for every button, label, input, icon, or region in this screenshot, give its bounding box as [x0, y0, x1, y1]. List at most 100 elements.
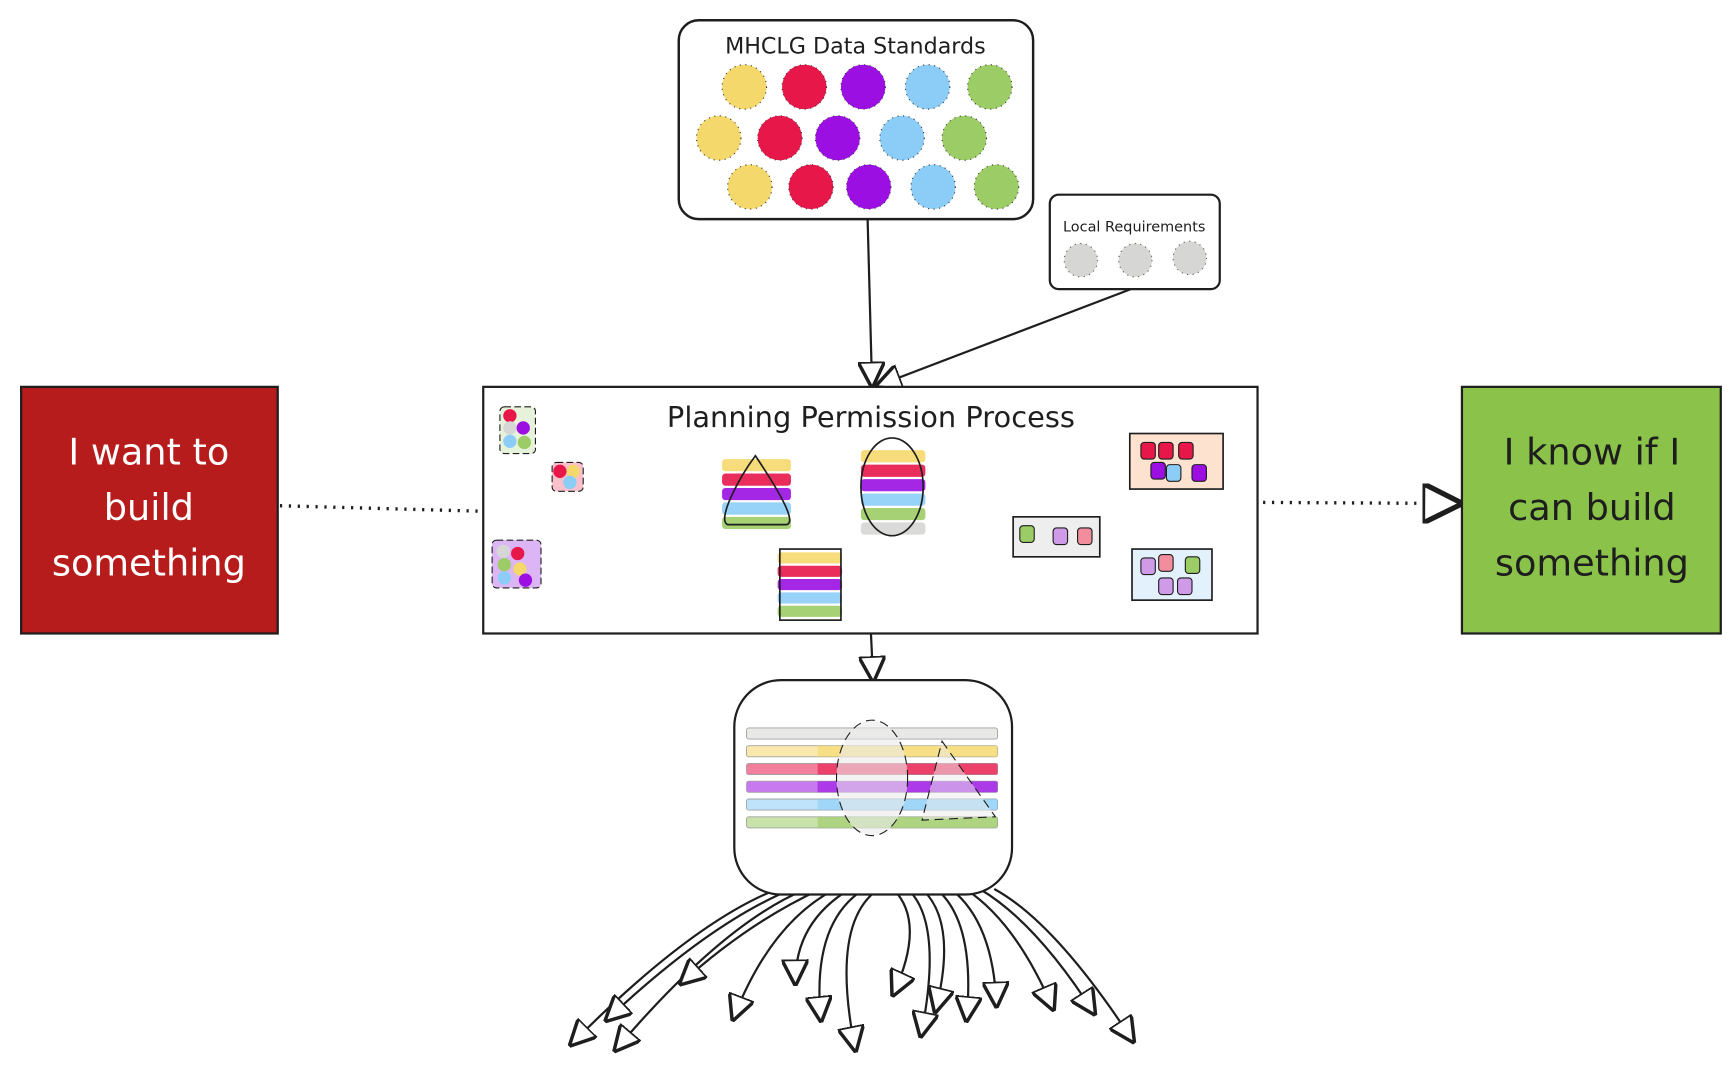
process-contents: [491, 406, 1224, 621]
stripe: [860, 464, 926, 477]
fan-arrow: [964, 888, 1053, 1009]
group-dot: [517, 435, 532, 450]
fan-arrow: [733, 887, 836, 1019]
fan-arrow: [681, 887, 822, 983]
stripe: [860, 522, 926, 535]
stripe: [860, 493, 926, 506]
fan-arrow: [795, 888, 851, 983]
standard-dot: [904, 64, 951, 110]
group-dot: [553, 464, 567, 478]
end-connector: [1263, 502, 1459, 503]
fan-arrow: [819, 888, 865, 1020]
start-connector: [279, 504, 484, 513]
stripe: [722, 487, 791, 501]
group-dot: [566, 464, 580, 478]
local-dot: [1063, 243, 1099, 278]
panel-item: [1158, 554, 1174, 572]
standards-arrow: [868, 219, 872, 386]
stripe: [722, 459, 791, 472]
standard-dot: [727, 164, 773, 210]
triangle-shape: [723, 454, 791, 526]
output-data-box: [571, 679, 1133, 1050]
standard-dot: [781, 64, 828, 110]
end-line: can build: [1508, 486, 1676, 529]
standard-dot: [814, 115, 861, 161]
stripe: [777, 552, 843, 564]
standard-dot: [695, 115, 742, 161]
standards-title: MHCLG Data Standards: [725, 34, 986, 60]
panel-item: [1052, 527, 1069, 546]
stripe: [777, 605, 843, 617]
panel-item: [1178, 441, 1194, 460]
fan-arrow: [893, 888, 910, 995]
local-dot: [1172, 240, 1207, 276]
standard-dot: [840, 64, 886, 110]
fan-arrow: [979, 888, 1094, 1013]
output-stripe-dark: [817, 763, 998, 775]
start-line: something: [52, 542, 246, 585]
panel-item: [1184, 556, 1201, 575]
stripe: [777, 565, 843, 577]
group-dot: [496, 544, 510, 558]
local-requirements-box: Local Requirements: [1048, 193, 1221, 291]
ellipse-shape: [860, 437, 924, 537]
local-arrow: [878, 288, 1132, 386]
output-stripe-dark: [817, 781, 998, 793]
process-title: Planning Permission Process: [667, 400, 1075, 434]
panel-item: [1176, 577, 1193, 596]
fan-arrow: [906, 888, 930, 1036]
standards-dots: [695, 64, 1020, 210]
group-dot: [497, 557, 512, 572]
group-dot: [511, 546, 525, 561]
end-line: something: [1495, 542, 1689, 585]
panel-item: [1019, 525, 1035, 543]
panel-item: [1150, 461, 1166, 480]
end-box: I know if I can build something: [1460, 385, 1722, 635]
mhclg-data-standards-box: MHCLG Data Standards: [677, 19, 1035, 221]
group-dot: [503, 409, 517, 423]
stripe: [777, 579, 843, 591]
standard-dot: [967, 64, 1013, 110]
fan-arrow: [993, 888, 1133, 1041]
fan-arrow: [615, 887, 807, 1050]
standard-dot: [757, 115, 803, 161]
fan-arrow: [935, 888, 968, 1020]
panel-item: [1140, 557, 1156, 576]
output-arrow: [871, 633, 873, 680]
stripe: [722, 473, 791, 486]
standard-dot: [879, 115, 925, 161]
fan-arrow: [571, 887, 779, 1045]
output-stripe-dark: [817, 816, 998, 828]
group-dot: [513, 562, 527, 576]
local-dot: [1118, 243, 1153, 278]
stripe: [722, 502, 791, 515]
local-title: Local Requirements: [1063, 219, 1205, 235]
stripe: [860, 479, 926, 492]
standard-dot: [721, 64, 768, 110]
group-dot: [503, 434, 517, 448]
stripe: [860, 450, 926, 463]
panel-item: [1140, 441, 1156, 460]
rectangle-shape: [779, 548, 842, 621]
fan-arrow: [847, 888, 880, 1050]
group-dot: [516, 421, 530, 435]
group-dot: [518, 573, 533, 587]
end-line: I know if I: [1504, 431, 1680, 474]
fan-arrow: [950, 888, 997, 1006]
standard-dot: [788, 164, 834, 210]
fan-arrow: [607, 887, 793, 1020]
panel-item: [1158, 577, 1174, 596]
standard-dot: [973, 164, 1020, 210]
output-triangle: [921, 739, 997, 821]
group-dot: [503, 421, 517, 435]
panel-item: [1158, 441, 1174, 460]
standard-dot: [845, 164, 892, 210]
output-stripe-dark: [817, 745, 998, 757]
panel-item: [1191, 464, 1207, 482]
output-ellipse: [835, 719, 909, 837]
output-stripe-dark: [817, 799, 998, 811]
fan-arrow: [921, 888, 944, 1011]
start-box: I want to build something: [19, 385, 279, 635]
panel-item: [1165, 464, 1182, 482]
